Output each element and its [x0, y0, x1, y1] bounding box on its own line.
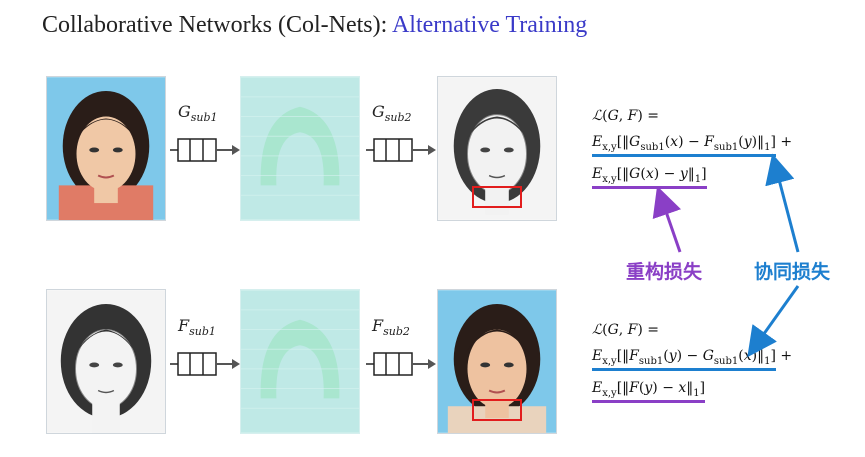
arrow-collaborative-to-eq1 [765, 153, 800, 253]
f-sub1-network-icon [170, 349, 240, 379]
sketch-input-image [46, 289, 166, 434]
loss-equation-1-line2: Ex,y[‖Gsub1(x) − Fsub1(y)‖1] + [592, 134, 792, 157]
f-sub2-label: Fsub2 [372, 316, 410, 339]
title-accent: Alternative Training [391, 12, 588, 38]
f-sub1-label: Fsub1 [178, 316, 216, 339]
slide-title: Collaborative Networks (Col-Nets): Alter… [42, 12, 587, 39]
feature-map-image [240, 76, 360, 221]
title-main: Collaborative Networks (Col-Nets): [42, 12, 392, 38]
loss-equation-2-line3: Ex,y[‖F(y) − x‖1] [592, 380, 706, 403]
generator-sub1-label: Gsub1 [178, 102, 218, 125]
generator-sub1-network-icon [170, 135, 240, 165]
arrow-collaborative-to-eq2 [747, 285, 800, 358]
chin-highlight-box-2 [472, 399, 522, 421]
collaborative-loss-label: 协同损失 [754, 261, 831, 283]
feature-map-image-2 [240, 289, 360, 434]
loss-equation-1-line1: ℒ(G, F) = [592, 108, 660, 124]
loss-equation-2-line1: ℒ(G, F) = [592, 322, 660, 338]
reconstruction-loss-label: 重构损失 [626, 261, 703, 283]
arrow-reconstruction-to-eq1 [652, 185, 682, 253]
loss-equation-1-line3: Ex,y[‖G(x) − y‖1] [592, 166, 707, 189]
photo-input-image [46, 76, 166, 221]
generator-sub2-label: Gsub2 [372, 102, 412, 125]
f-sub2-network-icon [366, 349, 436, 379]
chin-highlight-box [472, 186, 522, 208]
sketch-output-image [437, 76, 557, 221]
generator-sub2-network-icon [366, 135, 436, 165]
loss-equation-2-line2: Ex,y[‖Fsub1(y) − Gsub1(x)‖1] + [592, 348, 792, 371]
